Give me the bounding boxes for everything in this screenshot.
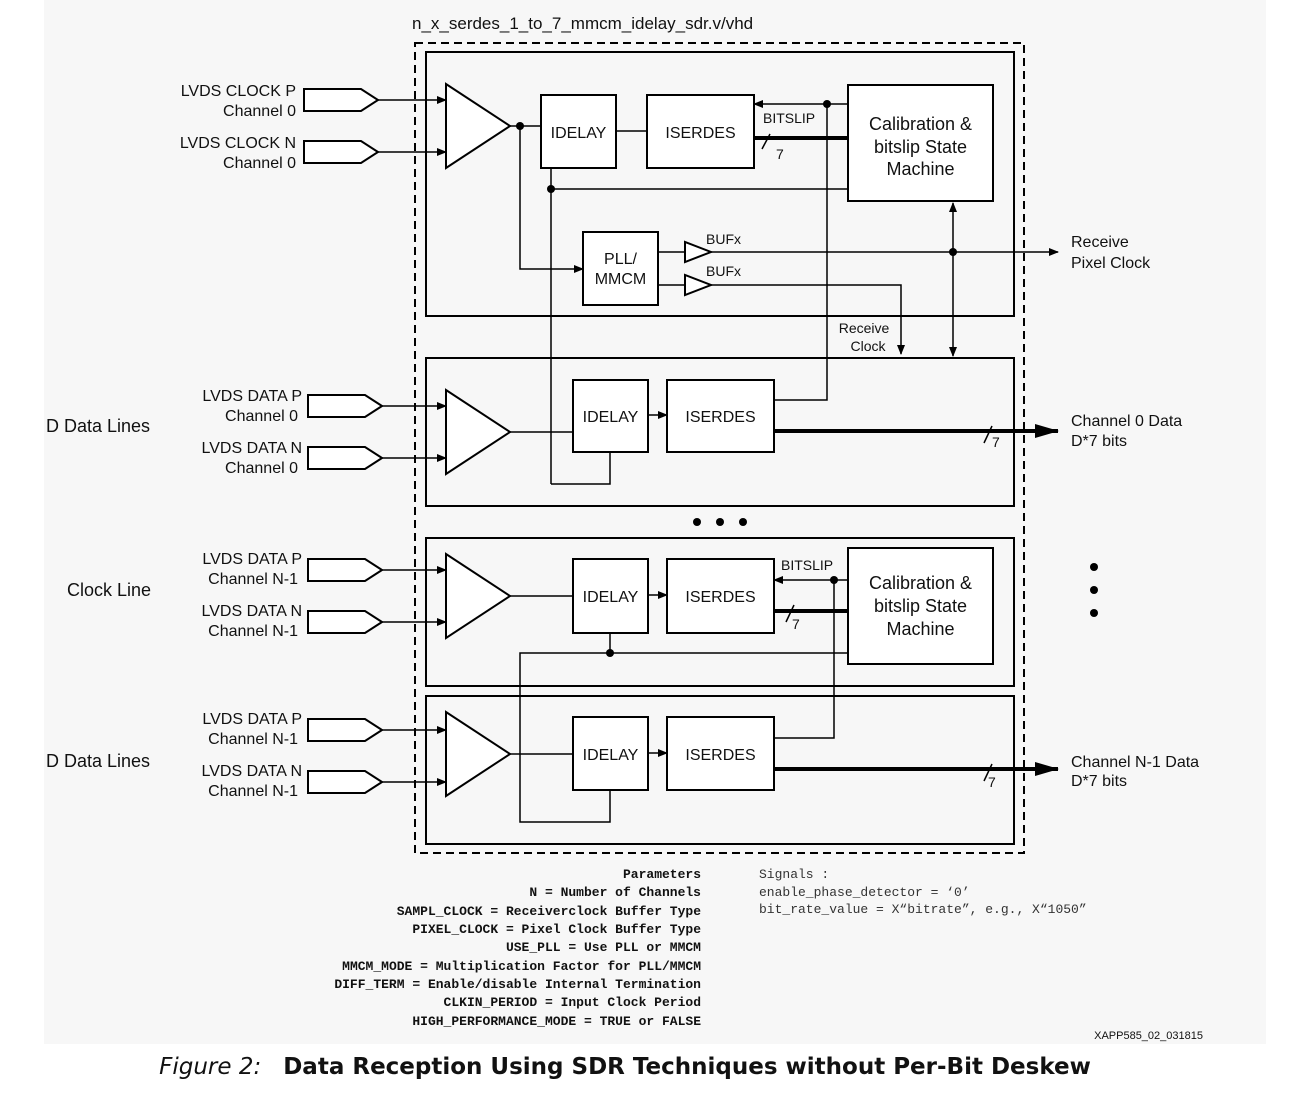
clock-block <box>425 51 1015 317</box>
input-label-lvds-data-n: LVDS DATA N <box>202 603 302 620</box>
idelay-block <box>572 379 649 453</box>
bus-width-label: 7 <box>776 146 784 162</box>
input-label-channel-0: Channel 0 <box>225 408 298 425</box>
figure-caption: Figure 2: Data Reception Using SDR Techni… <box>0 1054 1250 1080</box>
idelay-label: IDELAY <box>583 589 639 606</box>
signal-line: bit_rate_value = X“bitrate”, e.g., X“105… <box>759 902 1087 917</box>
input-label-lvds-data-n: LVDS DATA N <box>202 440 302 457</box>
iserdes-label: ISERDES <box>665 125 735 142</box>
group-label-d-data-lines: D Data Lines <box>46 416 150 436</box>
document-id: XAPP585_02_031815 <box>1094 1030 1203 1042</box>
calibration-label: Machine <box>886 619 954 639</box>
input-label-channel-n1: Channel N-1 <box>208 783 298 800</box>
input-buffer-icon <box>445 82 512 170</box>
output-channel-0-data: D*7 bits <box>1071 433 1127 450</box>
receive-clock-label: Receive <box>839 320 890 336</box>
iserdes-block <box>666 716 775 791</box>
input-label-lvds-data-n: LVDS DATA N <box>202 763 302 780</box>
input-pad-icon <box>303 140 380 164</box>
idelay-label: IDELAY <box>551 125 607 142</box>
output-channel-n1-data: Channel N-1 Data <box>1071 754 1199 771</box>
parameter-line: SAMPL_CLOCK = Receiverclock Buffer Type <box>397 904 701 919</box>
bufx-icon <box>684 240 714 264</box>
bus-width-label: 7 <box>792 616 800 632</box>
bitslip-label: BITSLIP <box>781 557 833 573</box>
calibration-label: bitslip State <box>874 137 967 157</box>
output-receive-pixel-clock: Pixel Clock <box>1071 255 1151 272</box>
input-label-channel-0: Channel 0 <box>223 155 296 172</box>
figure-label: Figure 2: <box>159 1054 262 1080</box>
bufx-label: BUFx <box>706 231 741 247</box>
iserdes-block <box>646 94 755 169</box>
input-pad-icon <box>307 446 384 470</box>
signal-line: Signals : <box>759 867 829 882</box>
input-buffer-icon <box>445 388 512 476</box>
input-pad-icon <box>307 718 384 742</box>
output-channel-0-data: Channel 0 Data <box>1071 413 1182 430</box>
parameter-line: DIFF_TERM = Enable/disable Internal Term… <box>334 977 701 992</box>
bufx-label: BUFx <box>706 263 741 279</box>
idelay-label: IDELAY <box>583 409 639 426</box>
iserdes-label: ISERDES <box>685 747 755 764</box>
diagram-background <box>44 0 1266 1044</box>
calibration-label: Calibration & <box>869 573 972 593</box>
input-pad-icon <box>303 88 380 112</box>
input-pad-icon <box>307 770 384 794</box>
idelay-label: IDELAY <box>583 747 639 764</box>
group-label-d-data-lines: D Data Lines <box>46 751 150 771</box>
parameter-line: HIGH_PERFORMANCE_MODE = TRUE or FALSE <box>412 1014 701 1029</box>
idelay-block <box>540 94 617 169</box>
bufx-icon <box>684 273 714 297</box>
calibration-state-machine-block <box>847 547 994 665</box>
iserdes-label: ISERDES <box>685 589 755 606</box>
input-pad-icon <box>307 610 384 634</box>
input-label-lvds-data-p: LVDS DATA P <box>202 388 302 405</box>
input-label-lvds-data-p: LVDS DATA P <box>202 711 302 728</box>
parameter-line: N = Number of Channels <box>529 885 701 900</box>
bus-width-label: 7 <box>988 774 996 790</box>
input-label-lvds-clock-p: LVDS CLOCK P <box>181 83 296 100</box>
input-buffer-icon <box>445 710 512 798</box>
output-channel-n1-data: D*7 bits <box>1071 773 1127 790</box>
bitslip-label: BITSLIP <box>763 110 815 126</box>
input-label-channel-0: Channel 0 <box>225 460 298 477</box>
parameter-line: PIXEL_CLOCK = Pixel Clock Buffer Type <box>412 922 701 937</box>
iserdes-block <box>666 379 775 453</box>
input-label-channel-n1: Channel N-1 <box>208 731 298 748</box>
input-label-channel-n1: Channel N-1 <box>208 623 298 640</box>
input-pad-icon <box>307 558 384 582</box>
output-receive-pixel-clock: Receive <box>1071 234 1129 251</box>
input-pad-icon <box>307 394 384 418</box>
calibration-label: Calibration & <box>869 114 972 134</box>
pll-label: PLL/ <box>604 251 637 268</box>
signal-line: enable_phase_detector = ‘0’ <box>759 885 970 900</box>
parameter-line: Parameters <box>623 867 701 882</box>
module-boundary <box>414 42 1025 854</box>
calibration-label: bitslip State <box>874 596 967 616</box>
input-label-lvds-data-p: LVDS DATA P <box>202 551 302 568</box>
group-label-clock-line: Clock Line <box>67 580 151 600</box>
idelay-block <box>572 716 649 791</box>
iserdes-label: ISERDES <box>685 409 755 426</box>
parameter-line: CLKIN_PERIOD = Input Clock Period <box>444 995 701 1010</box>
input-label-channel-0: Channel 0 <box>223 103 296 120</box>
bus-width-label: 7 <box>992 434 1000 450</box>
figure-title: Data Reception Using SDR Techniques with… <box>283 1054 1091 1080</box>
pll-mmcm-block <box>582 231 659 306</box>
pll-label: MMCM <box>595 271 647 288</box>
module-title: n_x_serdes_1_to_7_mmcm_idelay_sdr.v/vhd <box>412 14 753 33</box>
receive-clock-label: Clock <box>850 338 886 354</box>
clock-line-block <box>425 537 1015 687</box>
input-label-lvds-clock-n: LVDS CLOCK N <box>180 135 296 152</box>
calibration-label: Machine <box>886 159 954 179</box>
parameter-line: USE_PLL = Use PLL or MMCM <box>506 940 701 955</box>
parameter-line: MMCM_MODE = Multiplication Factor for PL… <box>342 959 701 974</box>
calibration-state-machine-block <box>847 84 994 202</box>
idelay-block <box>572 558 649 634</box>
iserdes-block <box>666 558 775 634</box>
input-label-channel-n1: Channel N-1 <box>208 571 298 588</box>
ellipsis-icon <box>693 518 1098 617</box>
input-buffer-icon <box>445 552 512 640</box>
